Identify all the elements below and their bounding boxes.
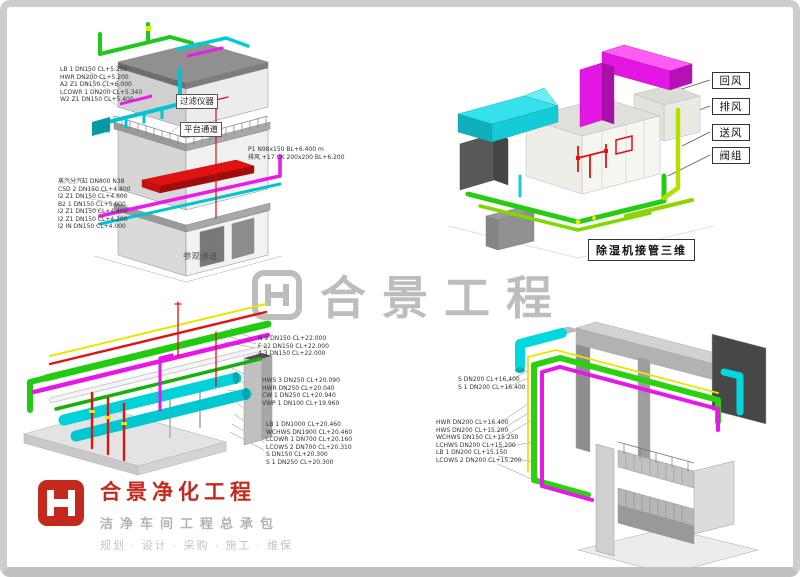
dehumidifier-drawing <box>447 44 715 259</box>
annotation-line: LCOWS 2 DN200 CL+15.200 <box>436 456 522 464</box>
annotation-line: LB 1 DN150 CL+5.250 <box>60 66 128 73</box>
vertical-pipes <box>89 301 217 462</box>
annotation-line: S 1 DN200 CL+16.400 <box>458 383 526 391</box>
annotation-line: B2 1 DN150 CL+5.000 <box>58 200 126 208</box>
annotation-line: HWR DN200 CL+16.400 <box>436 419 509 426</box>
annotation-line: HWS 3 DN250 CL+20.090 <box>262 377 340 384</box>
callout-platform: 平台通道 <box>180 122 223 137</box>
brand-services: 规划 · 设计 · 采购 · 施工 · 维保 <box>100 540 294 552</box>
annotation-line: LCHWS DN200 CL+15.200 <box>436 441 516 449</box>
annotation-line: LB 1 DN1000 CL+20.460 <box>266 421 341 428</box>
brand-block: 合景净化工程 洁净车间工程总承包 规划 · 设计 · 采购 · 施工 · 维保 <box>34 476 293 553</box>
annotation-line: WCHWS DN1900 CL+20.460 <box>266 428 353 436</box>
building-piping-drawing <box>85 22 283 283</box>
annotation-line: VWP 1 DN100 CL+19.960 <box>262 399 340 407</box>
annotation-line: P1 N98x150 BL+6.400 m <box>248 146 324 153</box>
annotation-line: LCOWR 1 DN700 CL+20.160 <box>266 436 353 443</box>
annotation-line: LCOWS 2 DN700 CL+20.310 <box>266 443 352 451</box>
annotation-line: 蒸汽分汽缸 DN800 N38 <box>58 178 125 185</box>
brand-company: 合景净化工程 <box>100 481 256 504</box>
red-valve-pipes <box>576 135 633 178</box>
annotation-line: 4 3 DN150 CL+22.000 <box>258 350 326 357</box>
stair-piping-drawing <box>497 321 767 575</box>
rooftop-pipes <box>98 22 250 58</box>
brand-text: 合景净化工程 洁净车间工程总承包 规划 · 设计 · 采购 · 施工 · 维保 <box>100 476 293 553</box>
tag-return-air: 回风 <box>712 72 750 89</box>
annotation-line: F 22 DN150 CL+22.000 <box>258 342 329 350</box>
annotation-line: LCOWR 1 DN200 CL+5.340 <box>60 88 143 96</box>
annotation-line: 排风 +17 CK 200x200 BL+6.200 <box>248 153 345 161</box>
callout-visit: 参观通道 <box>183 251 218 261</box>
red-duct <box>141 159 255 194</box>
annotation-line: HWR DN200 CL+5.200 <box>60 73 129 81</box>
rack-pipes <box>27 303 272 442</box>
annotation-line: A2 Z1 DN150 CL+6.000 <box>60 81 132 88</box>
cyan-duct <box>457 87 559 143</box>
watermark-text: 合景工程 <box>320 272 568 324</box>
annotation-line: S DN150 CL+20.300 <box>266 451 328 458</box>
support-column <box>243 352 273 446</box>
structure <box>547 321 767 575</box>
annotation-line: HWS DN200 CL+15.200 <box>436 426 509 434</box>
dark-cabinet <box>459 133 509 191</box>
view-dehumidifier-piping: 回风 排风 送风 阀组 除湿机接管三维 <box>430 28 790 273</box>
annotation-line: WCHWS DN150 CL+15.250 <box>436 434 519 441</box>
magenta-duct <box>579 44 693 128</box>
tag-exhaust-air: 排风 <box>712 98 750 115</box>
annotation-line: I2 Z1 DN150 CL+4.600 <box>58 193 128 200</box>
annotation-line: HWR DN250 CL+20.040 <box>262 384 335 392</box>
tag-valve-group: 阀组 <box>712 147 750 164</box>
annotation-line: CSD 2 DN150 CL+4.800 <box>58 185 131 193</box>
annotation-line: N 9 DN150 CL+22.000 <box>258 335 327 342</box>
brand-logo-icon <box>38 480 84 526</box>
tag-supply-air: 送风 <box>712 124 750 141</box>
annotation-line: I2 Z1 DN150 CL+4.400 <box>58 208 128 215</box>
annotation-line: LB 1 DN200 CL+15.150 <box>436 449 508 456</box>
watermark: 合景工程 <box>250 262 568 328</box>
lower-horizontal-pipes <box>98 96 282 226</box>
company-logo-icon <box>252 270 302 320</box>
green-pipes <box>465 107 694 232</box>
pipe-rack-drawing <box>22 301 273 476</box>
annotation-line: CW 1 DN250 CL+20.940 <box>262 392 336 399</box>
building-structure <box>93 41 283 283</box>
annotation-line: W2 Z1 DN150 CL+5.400 <box>60 96 134 103</box>
annotation-line: S 1 DN250 CL+20.300 <box>266 458 334 466</box>
brand-tagline: 洁净车间工程总承包 <box>100 516 281 531</box>
staircase <box>595 441 735 557</box>
annotation-line: I2 Z1 DN150 CL+4.200 <box>58 215 128 223</box>
annotation-line: I2 IN DN150 CL+4.000 <box>58 223 126 230</box>
callout-filter: 过滤仪器 <box>176 94 219 109</box>
pipes <box>515 328 744 502</box>
annotation-line: S DN200 CL+16.400 <box>458 376 520 383</box>
view-caption: 除湿机接管三维 <box>588 239 695 261</box>
